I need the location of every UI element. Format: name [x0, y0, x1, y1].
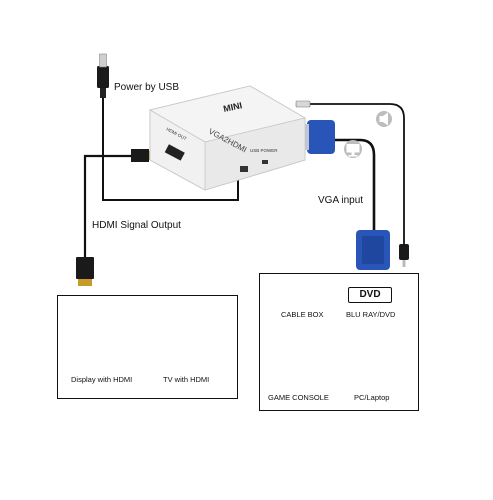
vga-plug-top — [307, 120, 335, 154]
source-label-cable-box: CABLE BOX — [281, 310, 324, 319]
usb-plug — [97, 66, 109, 88]
source-label-pc: PC/Laptop — [354, 393, 390, 402]
audio-cable — [295, 100, 409, 267]
hdmi-cable — [76, 149, 160, 286]
usb-cable — [97, 53, 239, 201]
sources-panel — [259, 273, 419, 411]
outputs-panel — [57, 295, 238, 399]
device-brand-label: MINI — [222, 100, 243, 114]
vga-input-annotation: VGA input — [318, 195, 364, 206]
usb-port-label: USB POWER — [250, 148, 278, 153]
source-label-dvd: BLU RAY/DVD — [346, 310, 396, 319]
monitor-small-icon — [344, 140, 362, 158]
output-label-display: Display with HDMI — [71, 375, 133, 384]
speaker-icon — [376, 111, 392, 127]
converter-box — [148, 85, 307, 191]
hdmi-output-annotation: HDMI Signal Output — [92, 220, 181, 231]
dvd-badge: DVD — [348, 287, 392, 303]
hdmi-plug-bottom — [76, 257, 94, 279]
power-annotation: Power by USB — [114, 82, 180, 93]
output-label-tv: TV with HDMI — [163, 375, 210, 384]
source-label-game-console: GAME CONSOLE — [268, 393, 329, 402]
